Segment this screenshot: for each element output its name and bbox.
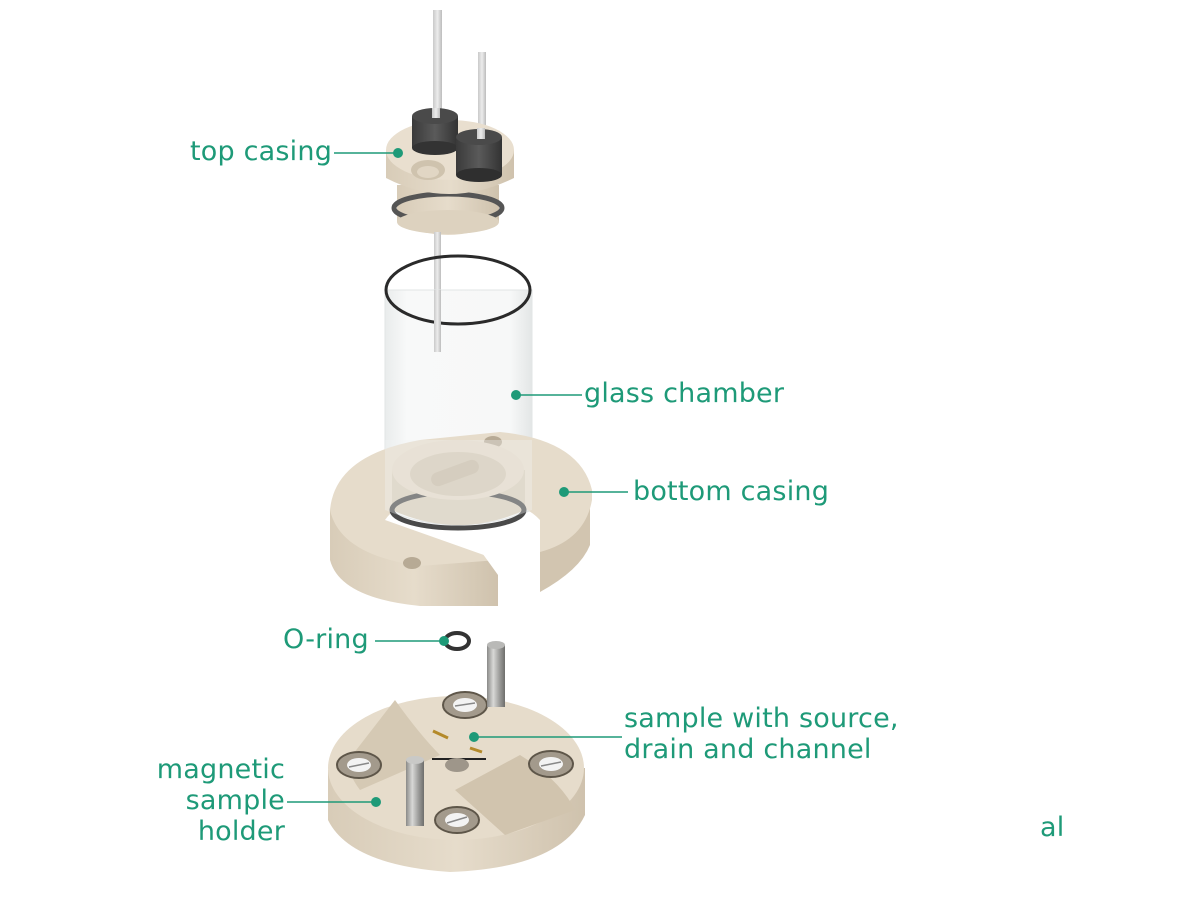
screw-icon: [442, 691, 488, 719]
short-rod-icon: [478, 52, 486, 157]
screw-icon: [528, 750, 574, 778]
label-top-casing: top casing: [190, 136, 333, 167]
label-sample-holder: magnetic sample holder: [156, 754, 285, 847]
bottom-casing-part: [330, 432, 592, 606]
screw-icon: [336, 751, 382, 779]
label-glass-chamber: glass chamber: [584, 378, 785, 409]
long-rod-icon: [433, 10, 442, 135]
sample-holder-part: [328, 641, 585, 872]
top-casing-part: [386, 10, 514, 235]
label-o-ring: O-ring: [283, 624, 369, 655]
clipped-text-fragment: al: [1040, 812, 1065, 843]
leader-lines: [287, 148, 628, 807]
screw-icon: [434, 806, 480, 834]
label-sample: sample with source, drain and channel: [624, 703, 899, 765]
label-bottom-casing: bottom casing: [633, 476, 830, 507]
